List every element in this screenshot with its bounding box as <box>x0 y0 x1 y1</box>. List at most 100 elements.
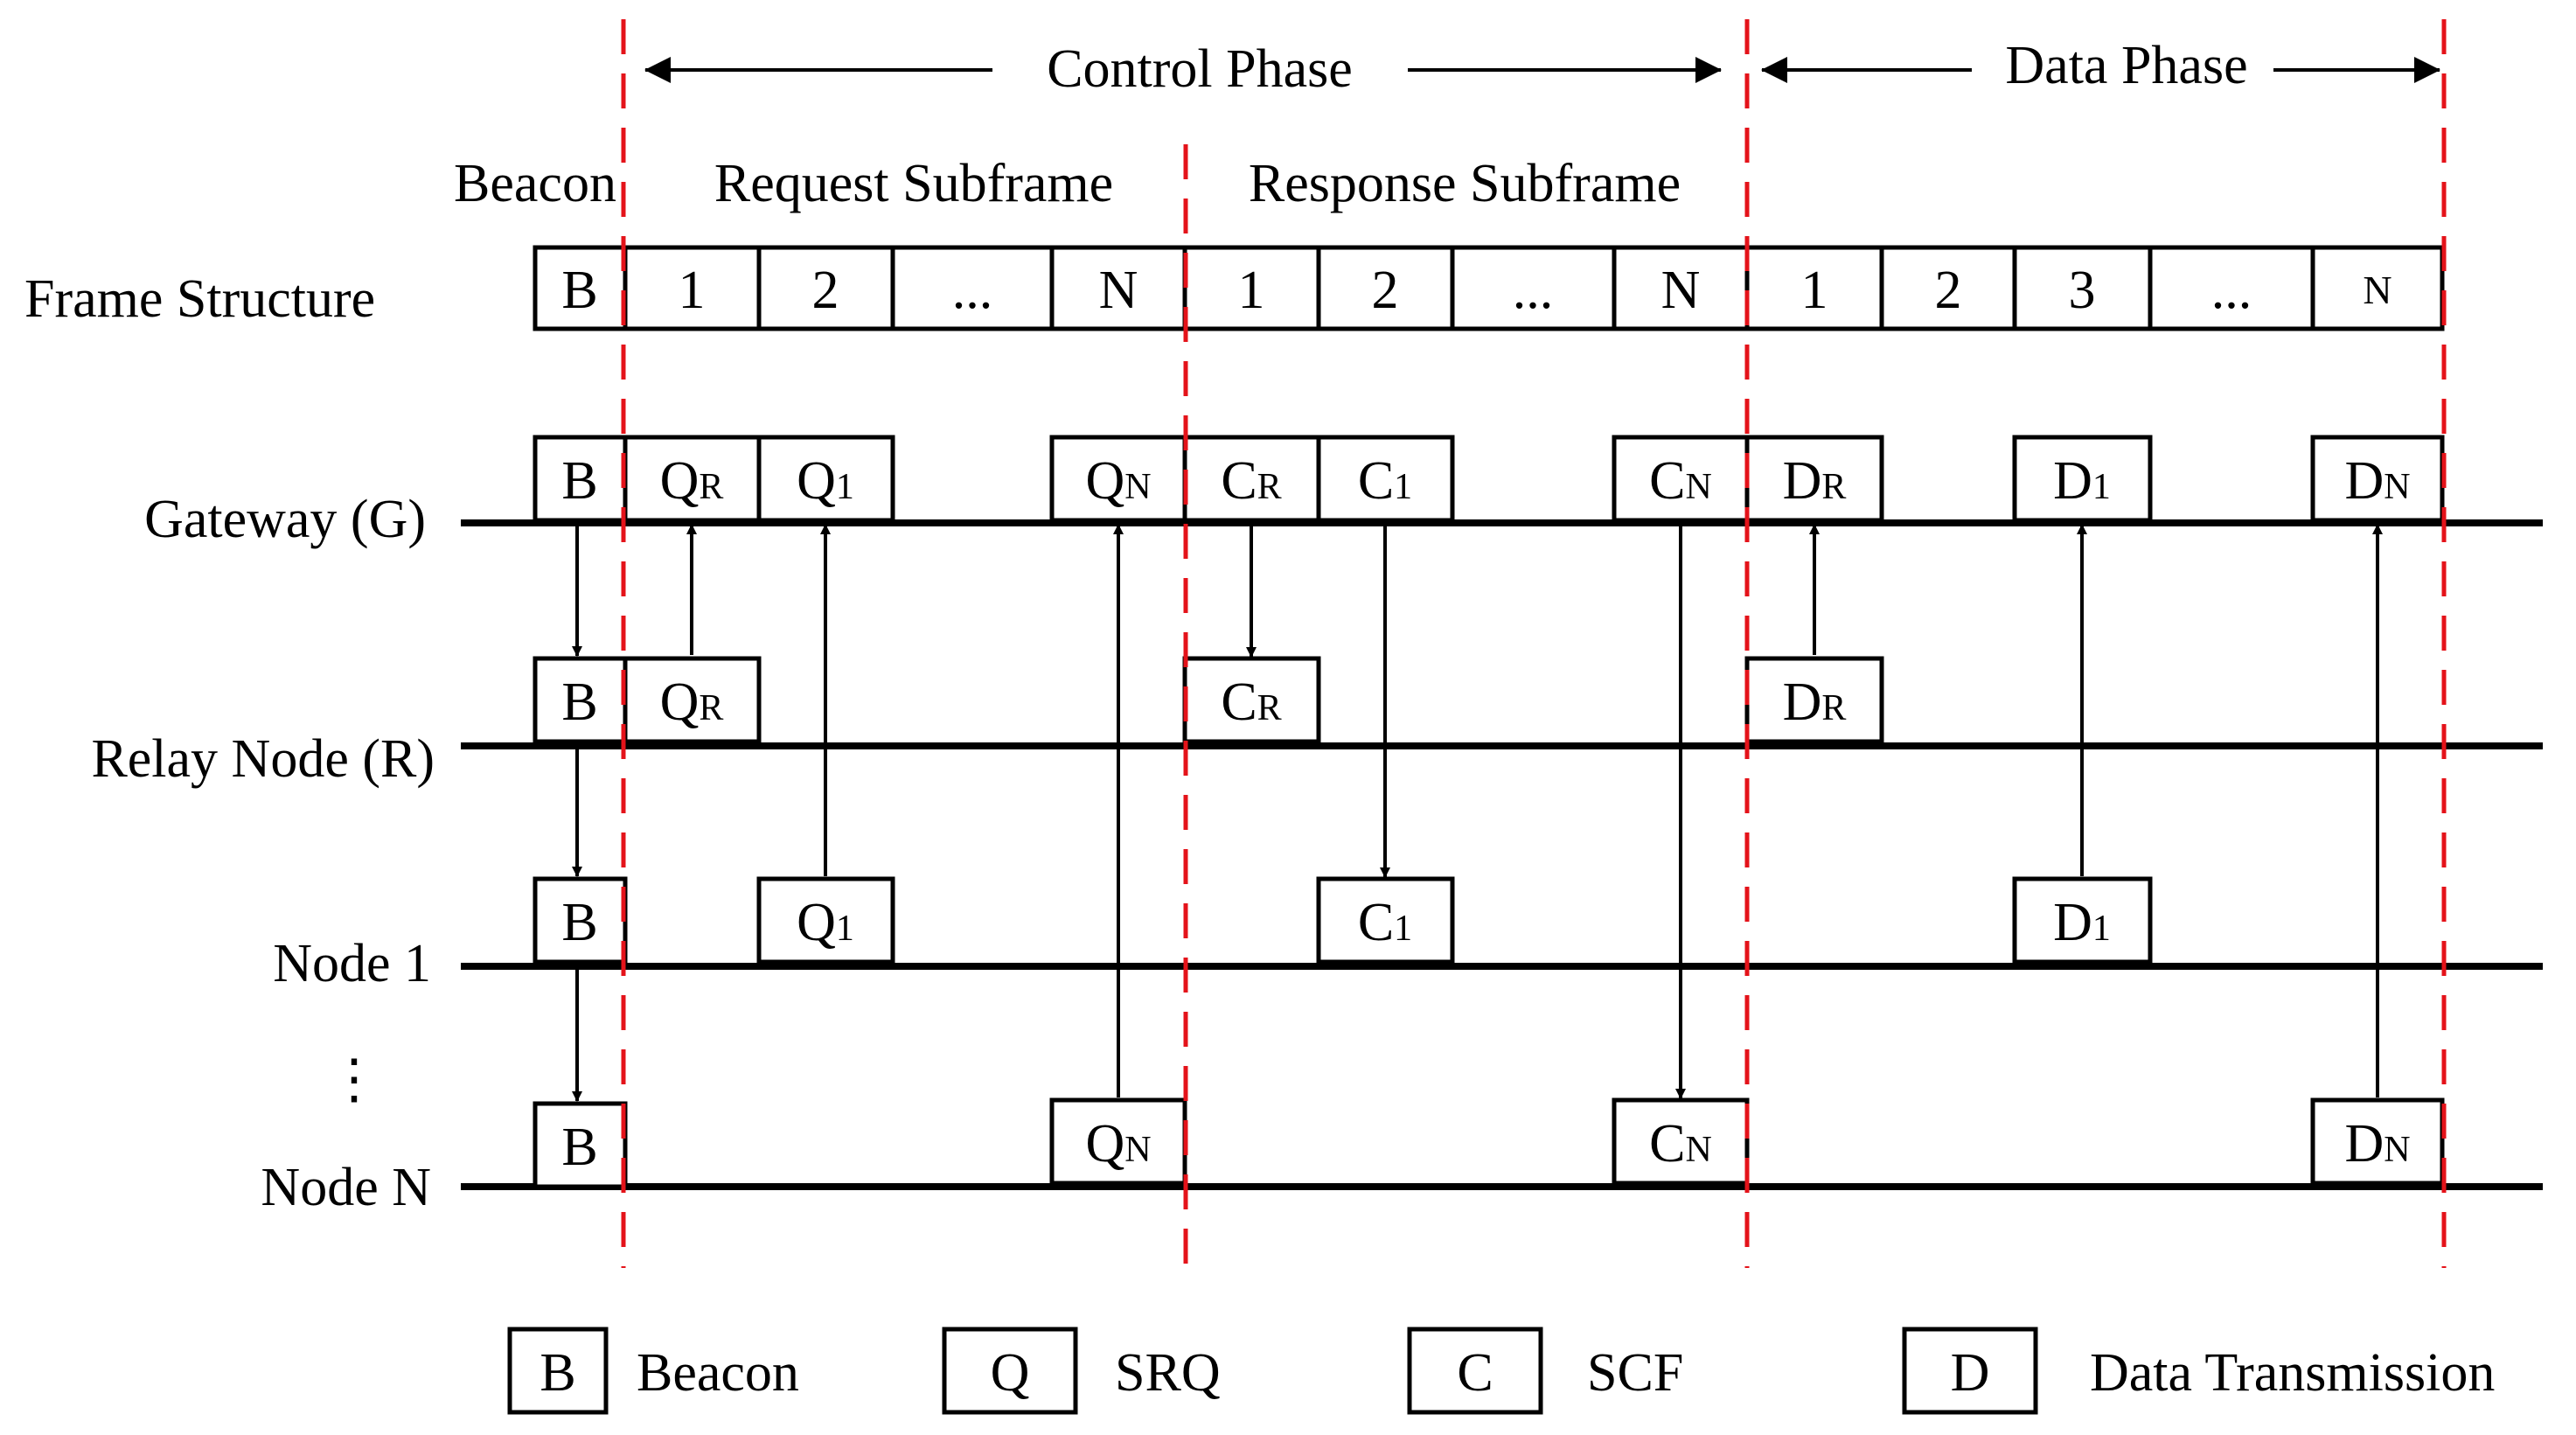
frame-cell-data-2 <box>1879 245 2017 331</box>
relay-q-r-sub: R <box>699 688 723 728</box>
node-1-d-1-main: D <box>2053 893 2092 952</box>
relay-c-r-main: C <box>1221 672 1257 732</box>
beacon-subframe-label: Beacon <box>454 154 616 213</box>
node-n-c-n-text: CN <box>1649 1114 1712 1174</box>
gateway-q-1-sub: 1 <box>836 467 854 507</box>
relay-d-r-box <box>1744 656 1884 744</box>
gateway-q-n-text: QN <box>1085 451 1151 511</box>
frame-cell-data-3 <box>2012 245 2153 331</box>
frame-cell-resp-n-text: N <box>1661 261 1701 320</box>
gateway-c-n-text: CN <box>1649 451 1712 511</box>
response-subframe-label: Response Subframe <box>1249 154 1681 213</box>
frame-cell-data-ellipsis-text: ... <box>2211 261 2252 320</box>
frame-cell-req-ellipsis-text: ... <box>952 261 993 320</box>
control-phase-label: Control Phase <box>1047 39 1353 99</box>
node-1-c-1-main: C <box>1358 893 1394 952</box>
frame-cell-resp-1-text: 1 <box>1238 261 1265 320</box>
node-n-d-n-sub: N <box>2384 1130 2410 1170</box>
relay-d-r-text: DR <box>1783 672 1847 732</box>
relay-c-r-sub: R <box>1257 688 1282 728</box>
gateway-beacon-text: B <box>561 451 597 511</box>
node-1-q-1-text: Q1 <box>797 893 854 952</box>
relay-q-r-main: Q <box>660 672 700 732</box>
legend-scf-symbol: C <box>1457 1343 1493 1403</box>
gateway-q-r-main: Q <box>660 451 700 511</box>
phase-boundaries <box>621 19 2447 1268</box>
node-1-label: Node 1 <box>273 934 431 993</box>
legend-srq-text: SRQ <box>1115 1343 1221 1403</box>
request-subframe-label: Request Subframe <box>714 154 1113 213</box>
node-n-c-n-main: C <box>1649 1114 1685 1174</box>
node-n-d-n-box <box>2310 1097 2445 1186</box>
frame-cell-beacon-text: B <box>561 261 597 320</box>
legend-scf-text: SCF <box>1587 1343 1683 1403</box>
node-1-q-1-main: Q <box>797 893 836 952</box>
node-n-c-n-sub: N <box>1686 1130 1712 1170</box>
frame-cell-resp-2-text: 2 <box>1372 261 1399 320</box>
frame-cell-beacon <box>533 245 628 331</box>
node-1-c-1-text: C1 <box>1358 893 1412 952</box>
gateway-messages: B QR Q1 QN CR C1 CN DR D1 DN <box>533 435 2445 523</box>
node-n-q-n-main: Q <box>1085 1114 1124 1174</box>
frame-cell-req-ellipsis <box>890 245 1055 331</box>
frame-cell-req-2 <box>756 245 895 331</box>
legend-beacon-text: Beacon <box>637 1343 799 1403</box>
gateway-d-1-sub: 1 <box>2092 467 2111 507</box>
relay-q-r-text: QR <box>660 672 724 732</box>
legend-srq-box <box>942 1327 1078 1415</box>
node-n-d-n-main: D <box>2344 1114 2384 1174</box>
gateway-q-r-text: QR <box>660 451 724 511</box>
relay-d-r-main: D <box>1783 672 1822 732</box>
frame-cell-req-1-text: 1 <box>679 261 706 320</box>
gateway-c-1-box <box>1316 435 1455 523</box>
node-n-d-n-text: DN <box>2344 1114 2410 1174</box>
gateway-q-r-box <box>623 435 762 523</box>
frame-cell-req-n-text: N <box>1099 261 1138 320</box>
vertical-ellipsis: ⋮ <box>327 1050 381 1110</box>
gateway-q-1-main: Q <box>797 451 836 511</box>
legend-srq-symbol: Q <box>991 1343 1030 1403</box>
node-n-q-n-box <box>1049 1097 1187 1186</box>
gateway-c-r-sub: R <box>1257 467 1282 507</box>
legend-data-text: Data Transmission <box>2090 1343 2495 1403</box>
node-1-c-1-sub: 1 <box>1394 909 1412 949</box>
frame-structure-label: Frame Structure <box>24 269 375 329</box>
frame-cell-data-1 <box>1744 245 1884 331</box>
relay-node-label: Relay Node (R) <box>91 729 435 789</box>
gateway-d-r-box <box>1744 435 1884 523</box>
node-n-beacon-box <box>533 1101 628 1189</box>
gateway-q-n-box <box>1049 435 1187 523</box>
node-n-messages: B QN CN DN <box>533 1097 2445 1189</box>
gateway-c-n-box <box>1612 435 1750 523</box>
node-1-q-1-sub: 1 <box>836 909 854 949</box>
gateway-d-r-sub: R <box>1821 467 1846 507</box>
node-1-q-1-box <box>756 876 895 965</box>
legend-data-box <box>1902 1327 2038 1415</box>
frame-cell-data-n <box>2310 245 2445 331</box>
control-phase-header: Control Phase <box>644 39 1722 99</box>
gateway-d-r-main: D <box>1783 451 1822 511</box>
gateway-q-r-sub: R <box>699 467 723 507</box>
legend-data-symbol: D <box>1951 1343 1990 1403</box>
node-1-c-1-box <box>1316 876 1455 965</box>
node-1-d-1-text: D1 <box>2053 893 2111 952</box>
frame-cell-data-n-text: N <box>2363 268 2392 312</box>
gateway-q-n-main: Q <box>1085 451 1124 511</box>
relay-beacon-text: B <box>561 672 597 732</box>
frame-cell-data-3-text: 3 <box>2069 261 2096 320</box>
frame-cell-req-1 <box>623 245 762 331</box>
gateway-q-1-text: Q1 <box>797 451 854 511</box>
node-n-c-n-box <box>1612 1097 1750 1186</box>
node-1-d-1-box <box>2012 876 2153 965</box>
gateway-c-r-text: CR <box>1221 451 1281 511</box>
gateway-q-1-box <box>756 435 895 523</box>
node-1-beacon-text: B <box>561 893 597 952</box>
gateway-c-r-main: C <box>1221 451 1257 511</box>
gateway-c-r-box <box>1182 435 1321 523</box>
node-n-q-n-text: QN <box>1085 1114 1151 1174</box>
relay-c-r-box <box>1182 656 1321 744</box>
relay-c-r-text: CR <box>1221 672 1281 732</box>
node-1-beacon-box <box>533 876 628 965</box>
data-phase-label: Data Phase <box>2005 36 2247 95</box>
